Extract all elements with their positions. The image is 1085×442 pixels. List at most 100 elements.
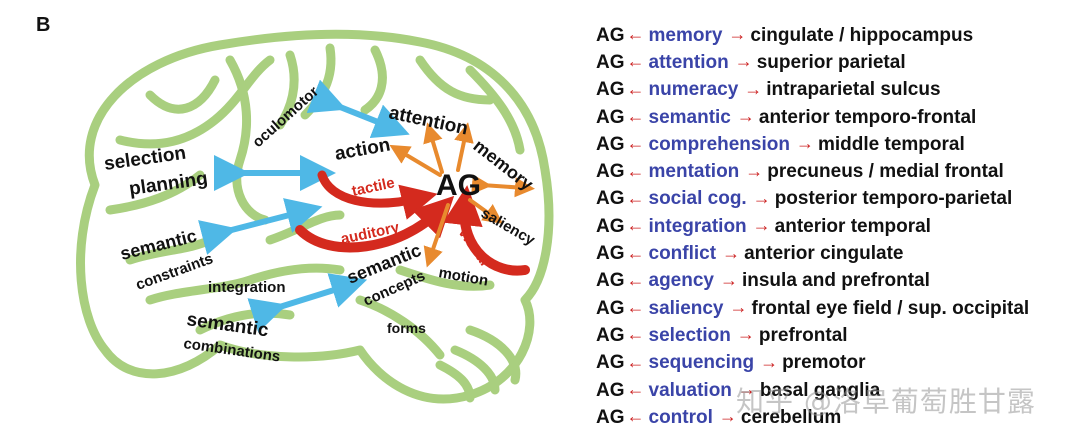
right-arrow-icon: → <box>736 324 755 345</box>
left-arrow-icon: ← <box>626 51 645 72</box>
row-region: anterior temporo-frontal <box>758 106 977 128</box>
row-function: integration <box>648 215 747 237</box>
row-region: superior parietal <box>756 51 906 73</box>
table-row: AG←agency→insula and prefrontal <box>596 268 1076 295</box>
right-arrow-icon: → <box>722 242 741 263</box>
left-arrow-icon: ← <box>626 106 645 127</box>
blue-arrow-constraints <box>198 198 323 255</box>
row-ag: AG <box>596 324 625 346</box>
table-row: AG←integration→anterior temporal <box>596 213 1076 240</box>
row-region: cingulate / hippocampus <box>750 24 974 46</box>
left-arrow-icon: ← <box>626 215 645 236</box>
right-arrow-icon: → <box>745 160 764 181</box>
right-arrow-icon: → <box>719 269 738 290</box>
table-row: AG←mentation→precuneus / medial frontal <box>596 158 1076 185</box>
left-arrow-icon: ← <box>626 78 645 99</box>
left-arrow-icon: ← <box>626 379 645 399</box>
row-region: frontal eye field / sup. occipital <box>751 297 1030 319</box>
table-row: AG←conflict→anterior cingulate <box>596 240 1076 267</box>
left-arrow-icon: ← <box>626 351 645 372</box>
right-arrow-icon: → <box>752 215 771 236</box>
table-row: AG←semantic→anterior temporo-frontal <box>596 104 1076 131</box>
table-row: AG←comprehension→middle temporal <box>596 131 1076 158</box>
row-ag: AG <box>596 79 625 101</box>
row-function: selection <box>648 324 731 346</box>
red-arrows <box>295 170 530 276</box>
right-arrow-icon: → <box>744 78 763 99</box>
row-ag: AG <box>596 51 625 73</box>
left-arrow-icon: ← <box>626 133 645 154</box>
tactile-arrow <box>317 170 438 220</box>
table-row: AG←attention→superior parietal <box>596 49 1076 76</box>
table-row: AG←selection→prefrontal <box>596 322 1076 349</box>
right-arrow-icon: → <box>734 51 753 72</box>
row-region: cerebellum <box>740 406 842 428</box>
table-row: AG←control→cerebellum <box>596 404 1076 431</box>
brain-diagram: attention oculomotor action memory selec… <box>76 29 554 404</box>
row-region: insula and prefrontal <box>741 270 930 292</box>
left-arrow-icon: ← <box>626 160 645 181</box>
row-ag: AG <box>596 215 625 237</box>
row-function: numeracy <box>648 79 739 101</box>
row-region: prefrontal <box>758 324 848 346</box>
hub-label: AG <box>436 169 481 202</box>
row-ag: AG <box>596 352 625 374</box>
blue-arrows <box>198 79 410 333</box>
right-arrow-icon: → <box>760 351 779 372</box>
row-region: anterior temporal <box>774 215 931 237</box>
row-ag: AG <box>596 243 625 265</box>
table-row: AG←social cog.→posterior temporo-parieta… <box>596 186 1076 213</box>
row-ag: AG <box>596 24 625 46</box>
panel-letter: B <box>36 14 51 36</box>
row-function: memory <box>648 24 723 46</box>
right-arrow-icon: → <box>729 297 748 318</box>
row-ag: AG <box>596 270 625 292</box>
row-ag: AG <box>596 379 625 401</box>
left-arrow-icon: ← <box>626 406 645 427</box>
row-function: mentation <box>648 161 740 183</box>
visual-arrow <box>442 185 530 276</box>
row-region: anterior cingulate <box>744 243 904 265</box>
left-arrow-icon: ← <box>626 297 645 318</box>
row-function: saliency <box>648 297 724 319</box>
row-ag: AG <box>596 406 625 428</box>
blue-arrow-integration-concepts <box>247 273 368 333</box>
row-function: valuation <box>648 379 732 401</box>
blue-arrow-oculomotor-attention <box>306 79 410 139</box>
row-function: social cog. <box>648 188 747 210</box>
right-arrow-icon: → <box>718 406 737 427</box>
left-arrow-icon: ← <box>626 242 645 263</box>
right-arrow-icon: → <box>795 133 814 154</box>
row-region: premotor <box>782 352 866 374</box>
auditory-arrow <box>295 195 455 253</box>
label-forms: forms <box>387 320 426 336</box>
table-row: AG←numeracy→intraparietal sulcus <box>596 77 1076 104</box>
right-arrow-icon: → <box>737 379 756 399</box>
row-function: semantic <box>648 106 731 128</box>
table-row: AG←memory→cingulate / hippocampus <box>596 22 1076 49</box>
row-ag: AG <box>596 133 625 155</box>
right-arrow-icon: → <box>736 106 755 127</box>
row-region: precuneus / medial frontal <box>767 161 1004 183</box>
orange-arrows <box>389 122 535 268</box>
left-arrow-icon: ← <box>626 24 645 45</box>
table-row: AG←saliency→frontal eye field / sup. occ… <box>596 295 1076 322</box>
row-ag: AG <box>596 297 625 319</box>
row-function: attention <box>648 51 729 73</box>
row-function: comprehension <box>648 133 790 155</box>
row-function: control <box>648 406 713 428</box>
right-arrow-icon: → <box>752 187 771 208</box>
watermark: 知乎 @洛阜葡萄胜甘露 <box>736 385 1036 418</box>
row-function: sequencing <box>648 352 755 374</box>
table-row: AG←valuation→basal ganglia <box>596 377 1076 404</box>
right-arrow-icon: → <box>728 24 747 45</box>
label-integration: integration <box>208 279 286 296</box>
row-region: intraparietal sulcus <box>766 79 941 101</box>
row-ag: AG <box>596 161 625 183</box>
left-arrow-icon: ← <box>626 269 645 290</box>
row-region: basal ganglia <box>759 379 881 401</box>
row-ag: AG <box>596 106 625 128</box>
row-function: agency <box>648 270 714 292</box>
